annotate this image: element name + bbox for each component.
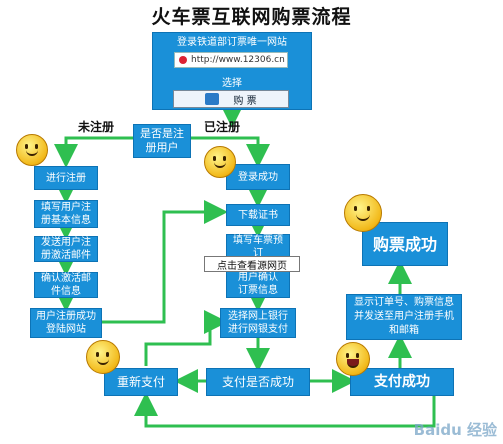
left-step-5: 用户注册成功登陆网站: [30, 308, 102, 338]
smiley-face-icon: [16, 134, 48, 166]
left-step-3: 发送用户注册激活邮件: [34, 236, 98, 262]
sweating-face-icon: [86, 340, 120, 374]
center-step-4: 用户确认订票信息: [226, 270, 290, 298]
buy-ticket-button: 购 票: [173, 90, 289, 108]
eye: [25, 144, 28, 149]
mouth: [346, 359, 360, 368]
smiley-face-icon: [204, 146, 236, 178]
pay-success-box: 支付成功: [350, 368, 454, 396]
eye: [106, 352, 109, 357]
left-step-2: 填写用户注册基本信息: [34, 200, 98, 228]
ticket-success-box: 购票成功: [362, 222, 448, 266]
center-step-3: 填写车票预订: [226, 234, 290, 260]
arrow-bottom-loop: [134, 392, 436, 428]
buy-ticket-label: 购 票: [233, 95, 257, 107]
url-field: http://www.12306.cn: [174, 52, 288, 68]
baidu-watermark: Baidu 经验: [413, 421, 497, 439]
eye: [367, 206, 370, 211]
left-step-1: 进行注册: [34, 166, 98, 190]
laughing-face-icon: [344, 194, 382, 232]
crying-face-icon: [336, 342, 370, 376]
eye: [213, 156, 216, 161]
decision-registered: 是否是注册用户: [133, 124, 191, 158]
arrow-to-register: [54, 136, 136, 168]
arrow-to-login-success: [190, 136, 270, 168]
repay-box: 重新支付: [104, 368, 178, 396]
mouth: [96, 358, 110, 365]
center-step-5: 选择网上银行进行网银支付: [220, 308, 296, 338]
login-site-label: 登录铁道部订票唯一网站: [177, 37, 287, 48]
pay-decision-box: 支付是否成功: [206, 368, 310, 396]
choose-label: 选择: [222, 78, 242, 89]
mouth: [214, 161, 226, 168]
unregistered-label: 未注册: [78, 120, 115, 134]
url-text: http://www.12306.cn: [191, 55, 285, 65]
eye: [35, 144, 38, 149]
center-step-1: 登录成功: [226, 164, 290, 190]
eye: [223, 156, 226, 161]
computer-icon: [205, 93, 220, 105]
eye: [356, 353, 359, 358]
eye: [354, 206, 357, 211]
eye: [96, 352, 99, 357]
arrow-repay-to-bank: [144, 310, 228, 366]
arrow-register-to-download: [98, 200, 228, 324]
mouth: [355, 212, 371, 221]
site-logo-icon: [179, 56, 187, 64]
order-info-box: 显示订单号、购票信息并发送至用户注册手机和邮箱: [346, 294, 462, 340]
registered-label: 已注册: [204, 120, 241, 134]
mouth: [26, 149, 38, 156]
center-step-2: 下载证书: [226, 204, 290, 226]
page-title: 火车票互联网购票流程: [151, 6, 352, 28]
left-step-4: 确认激活邮件信息: [34, 272, 98, 298]
eye: [346, 353, 349, 358]
view-source-tooltip[interactable]: 点击查看源网页: [204, 256, 300, 272]
